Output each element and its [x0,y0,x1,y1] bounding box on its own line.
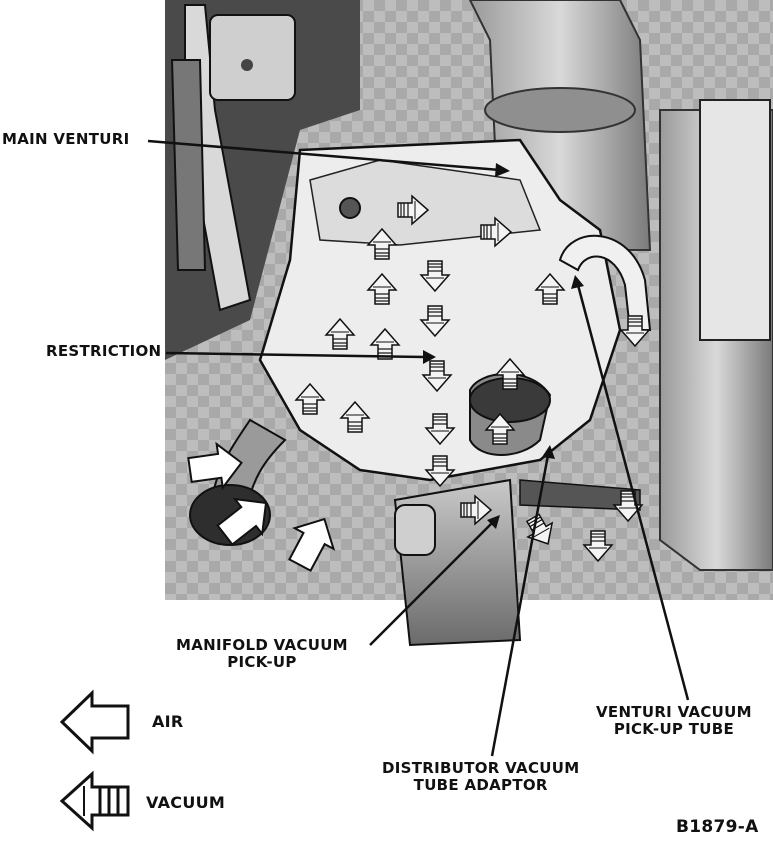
label-main-venturi: MAIN VENTURI [2,130,130,148]
label-manifold-vacuum-pickup: MANIFOLD VACUUM PICK-UP [176,637,348,671]
figure-number: B1879-A [676,817,759,837]
label-line: DISTRIBUTOR VACUUM [382,759,580,777]
label-venturi-vacuum-pickup-tube: VENTURI VACUUM PICK-UP TUBE [596,704,752,738]
venturi-pickup-tube [558,234,652,331]
legend-air-icon [59,689,130,755]
label-line: MANIFOLD VACUUM [176,636,348,654]
label-line: VENTURI VACUUM [596,703,752,721]
label-restriction: RESTRICTION [46,342,162,360]
label-line: PICK-UP TUBE [613,720,735,738]
legend-air-label: AIR [152,712,184,731]
legend-vacuum-icon [59,770,130,832]
label-distributor-vacuum-tube-adaptor: DISTRIBUTOR VACUUM TUBE ADAPTOR [382,759,580,794]
label-line: TUBE ADAPTOR [413,776,548,794]
label-line: PICK-UP [227,653,297,671]
legend-vacuum-label: VACUUM [146,793,226,812]
leader-lines [147,139,690,757]
